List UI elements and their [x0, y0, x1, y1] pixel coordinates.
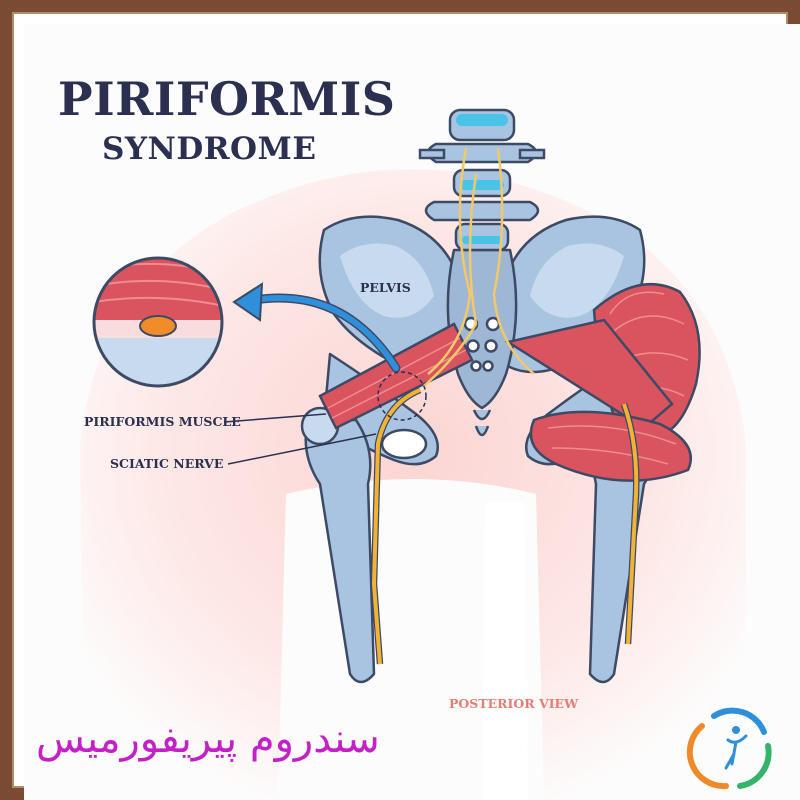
- page-subtitle: SYNDROME: [102, 134, 316, 165]
- label-pelvis: PELVIS: [360, 280, 411, 295]
- caption-persian: سندروم پیریفورمیس: [36, 716, 436, 762]
- label-piriformis-muscle: PIRIFORMIS MUSCLE: [84, 414, 241, 429]
- page-title: PIRIFORMIS: [58, 76, 395, 122]
- illustration-canvas: PIRIFORMIS SYNDROME PELVIS PIRIFORMIS MU…: [24, 24, 800, 800]
- label-posterior-view: POSTERIOR VIEW: [449, 696, 578, 711]
- label-sciatic-nerve: SCIATIC NERVE: [110, 456, 223, 471]
- leg-gap: [482, 502, 528, 800]
